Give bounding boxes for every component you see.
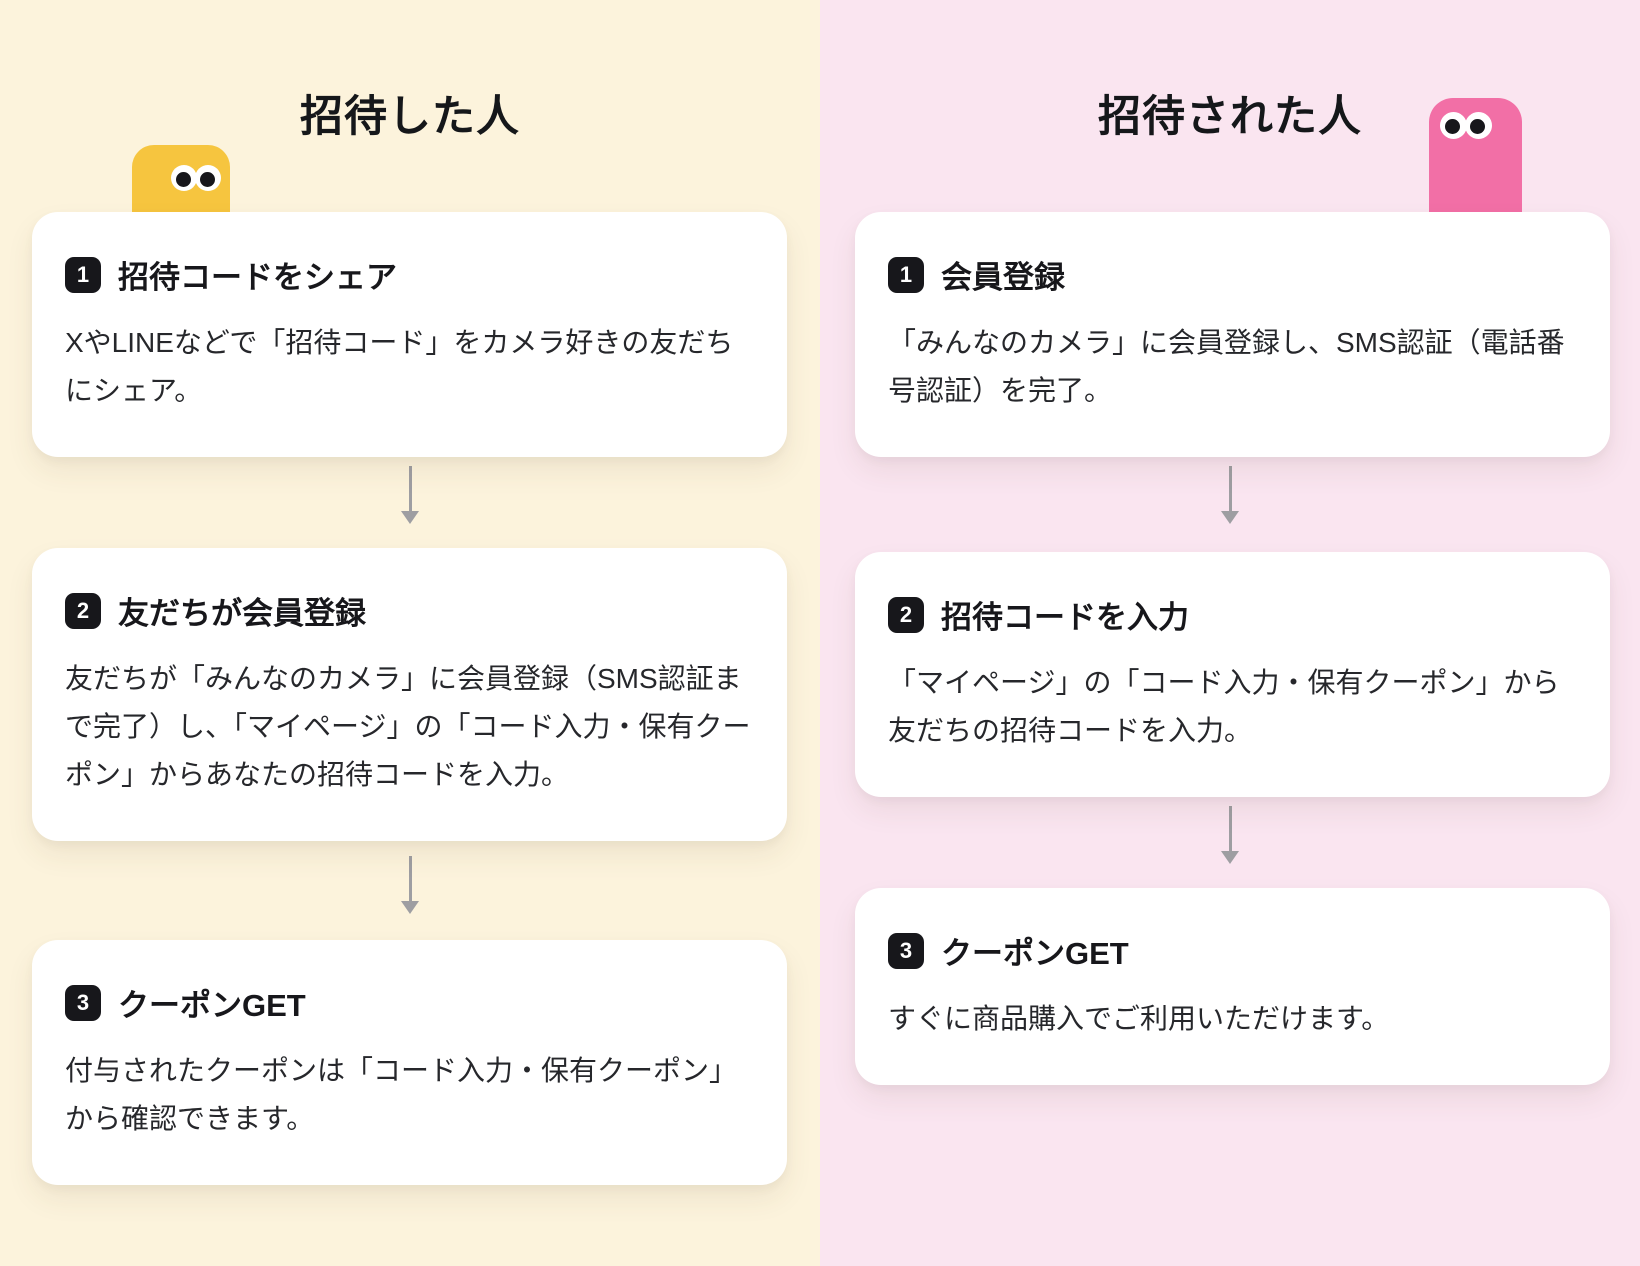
eye-icon <box>195 165 221 191</box>
down-arrow-icon <box>0 466 820 524</box>
down-arrow-icon <box>820 806 1640 864</box>
step-title: 招待コードを入力 <box>941 600 1189 635</box>
step-card: 2 友だちが会員登録 友だちが「みんなのカメラ」に会員登録（SMS認証まで完了）… <box>32 548 787 841</box>
step-description: 友だちが「みんなのカメラ」に会員登録（SMS認証まで完了）し、「マイページ」の「… <box>65 663 751 790</box>
step-card: 1 会員登録 「みんなのカメラ」に会員登録し、SMS認証（電話番号認証）を完了。 <box>855 212 1610 457</box>
mascot-eyes-icon <box>1440 112 1492 139</box>
down-arrow-icon <box>0 856 820 914</box>
step-card: 3 クーポンGET 付与されたクーポンは「コード入力・保有クーポン」から確認でき… <box>32 940 787 1185</box>
step-title: クーポンGET <box>941 936 1129 971</box>
step-number-badge: 3 <box>888 932 924 969</box>
step-card: 1 招待コードをシェア XやLINEなどで「招待コード」をカメラ好きの友だちにシ… <box>32 212 787 457</box>
step-card: 2 招待コードを入力 「マイページ」の「コード入力・保有クーポン」から友だちの招… <box>855 552 1610 797</box>
eye-icon <box>1465 112 1492 139</box>
step-number-badge: 2 <box>65 592 101 629</box>
inviter-column: 招待した人 1 招待コードをシェア XやLINEなどで「招待コード」をカメラ好き… <box>0 0 820 1266</box>
step-description: 付与されたクーポンは「コード入力・保有クーポン」から確認できます。 <box>65 1055 738 1134</box>
step-title: クーポンGET <box>118 988 306 1023</box>
invitee-column-title: 招待された人 <box>1098 93 1362 141</box>
step-description: XやLINEなどで「招待コード」をカメラ好きの友だちにシェア。 <box>65 327 734 406</box>
step-number-badge: 2 <box>888 596 924 633</box>
invitee-mascot-icon <box>1429 98 1522 228</box>
step-number-badge: 1 <box>888 256 924 293</box>
inviter-column-title: 招待した人 <box>300 93 520 141</box>
step-card: 3 クーポンGET すぐに商品購入でご利用いただけます。 <box>855 888 1610 1085</box>
down-arrow-icon <box>820 466 1640 524</box>
eye-icon <box>1440 112 1467 139</box>
step-description: 「みんなのカメラ」に会員登録し、SMS認証（電話番号認証）を完了。 <box>888 327 1565 406</box>
invitee-column: 招待された人 1 会員登録 「みんなのカメラ」に会員登録し、SMS認証（電話番号… <box>820 0 1640 1266</box>
step-title: 友だちが会員登録 <box>118 596 366 631</box>
mascot-eyes-icon <box>171 165 221 191</box>
step-description: すぐに商品購入でご利用いただけます。 <box>888 1003 1390 1034</box>
step-number-badge: 3 <box>65 984 101 1021</box>
step-description: 「マイページ」の「コード入力・保有クーポン」から友だちの招待コードを入力。 <box>888 667 1560 746</box>
step-number-badge: 1 <box>65 256 101 293</box>
step-title: 会員登録 <box>941 260 1065 295</box>
step-title: 招待コードをシェア <box>118 260 397 295</box>
eye-icon <box>171 165 197 191</box>
